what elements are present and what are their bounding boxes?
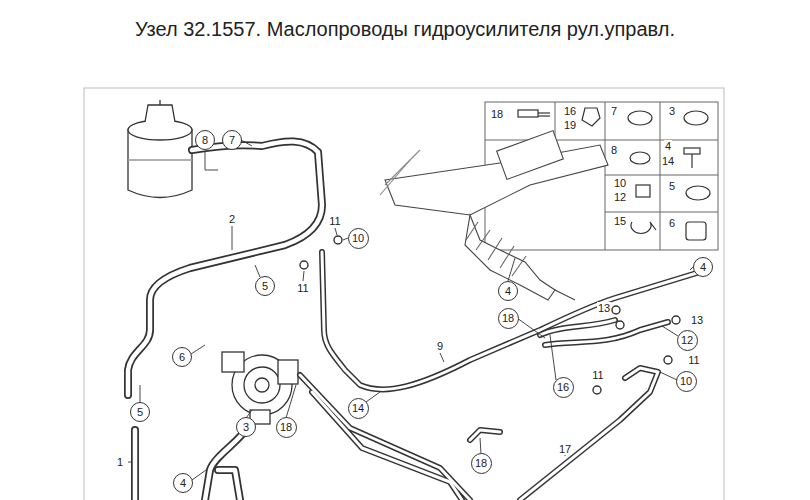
callout-number: 18 [475,458,487,469]
callout-number: 14 [352,403,364,414]
part-number: 13 [597,302,611,314]
callout-number: 4 [505,286,511,297]
callout-number: 7 [229,135,235,146]
part-number: 11 [296,282,309,294]
callout-circle: 4 [173,473,193,493]
part-number: 17 [558,443,572,455]
callout-circle: 3 [236,417,256,437]
callout-number: 16 [557,382,569,393]
callout-number: 10 [680,376,692,387]
callout-number: 4 [180,478,186,489]
callout-number: 12 [681,335,693,346]
part-number: 11 [687,354,700,366]
table-number: 4 [664,140,672,152]
table-number: 10 [613,177,627,189]
callout-circle: 12 [677,330,698,351]
callout-number: 18 [502,313,514,324]
callout-circle: 5 [255,276,275,296]
callout-circle: 18 [498,308,519,329]
table-number: 19 [563,119,577,131]
callout-circle: 10 [348,228,369,249]
callout-number: 8 [202,135,208,146]
part-number: 11 [591,369,604,381]
callout-circle: 4 [498,281,518,301]
callout-circle: 14 [348,398,369,419]
callout-circle: 18 [276,417,297,438]
callout-number: 5 [137,407,143,418]
callout-circle: 18 [471,453,492,474]
part-number: 2 [228,213,236,225]
callout-number: 6 [179,352,185,363]
table-number: 5 [668,180,676,192]
callout-number: 5 [262,281,268,292]
table-number: 7 [610,105,618,117]
table-number: 12 [613,191,627,203]
table-number: 15 [613,215,627,227]
table-number: 8 [610,144,618,156]
part-number: 1 [116,456,124,468]
callout-circle: 10 [676,371,697,392]
title: Узел 32.1557. Маслопроводы гидроусилител… [0,18,810,41]
part-number: 11 [328,215,341,227]
table-number: 14 [661,155,675,167]
callout-circle: 4 [693,257,713,277]
callout-number: 3 [243,422,249,433]
callout-number: 10 [352,233,364,244]
table-number: 16 [563,105,577,117]
callout-circle: 16 [553,377,574,398]
table-number: 18 [490,108,504,120]
callout-number: 4 [700,262,706,273]
table-number: 6 [668,217,676,229]
callout-circle: 7 [222,130,242,150]
table-number: 3 [668,105,676,117]
part-number: 9 [436,340,444,352]
callout-circle: 8 [195,130,215,150]
callout-circle: 6 [172,347,192,367]
callout-number: 18 [280,422,292,433]
callout-circle: 5 [130,402,150,422]
part-number: 13 [690,314,704,326]
